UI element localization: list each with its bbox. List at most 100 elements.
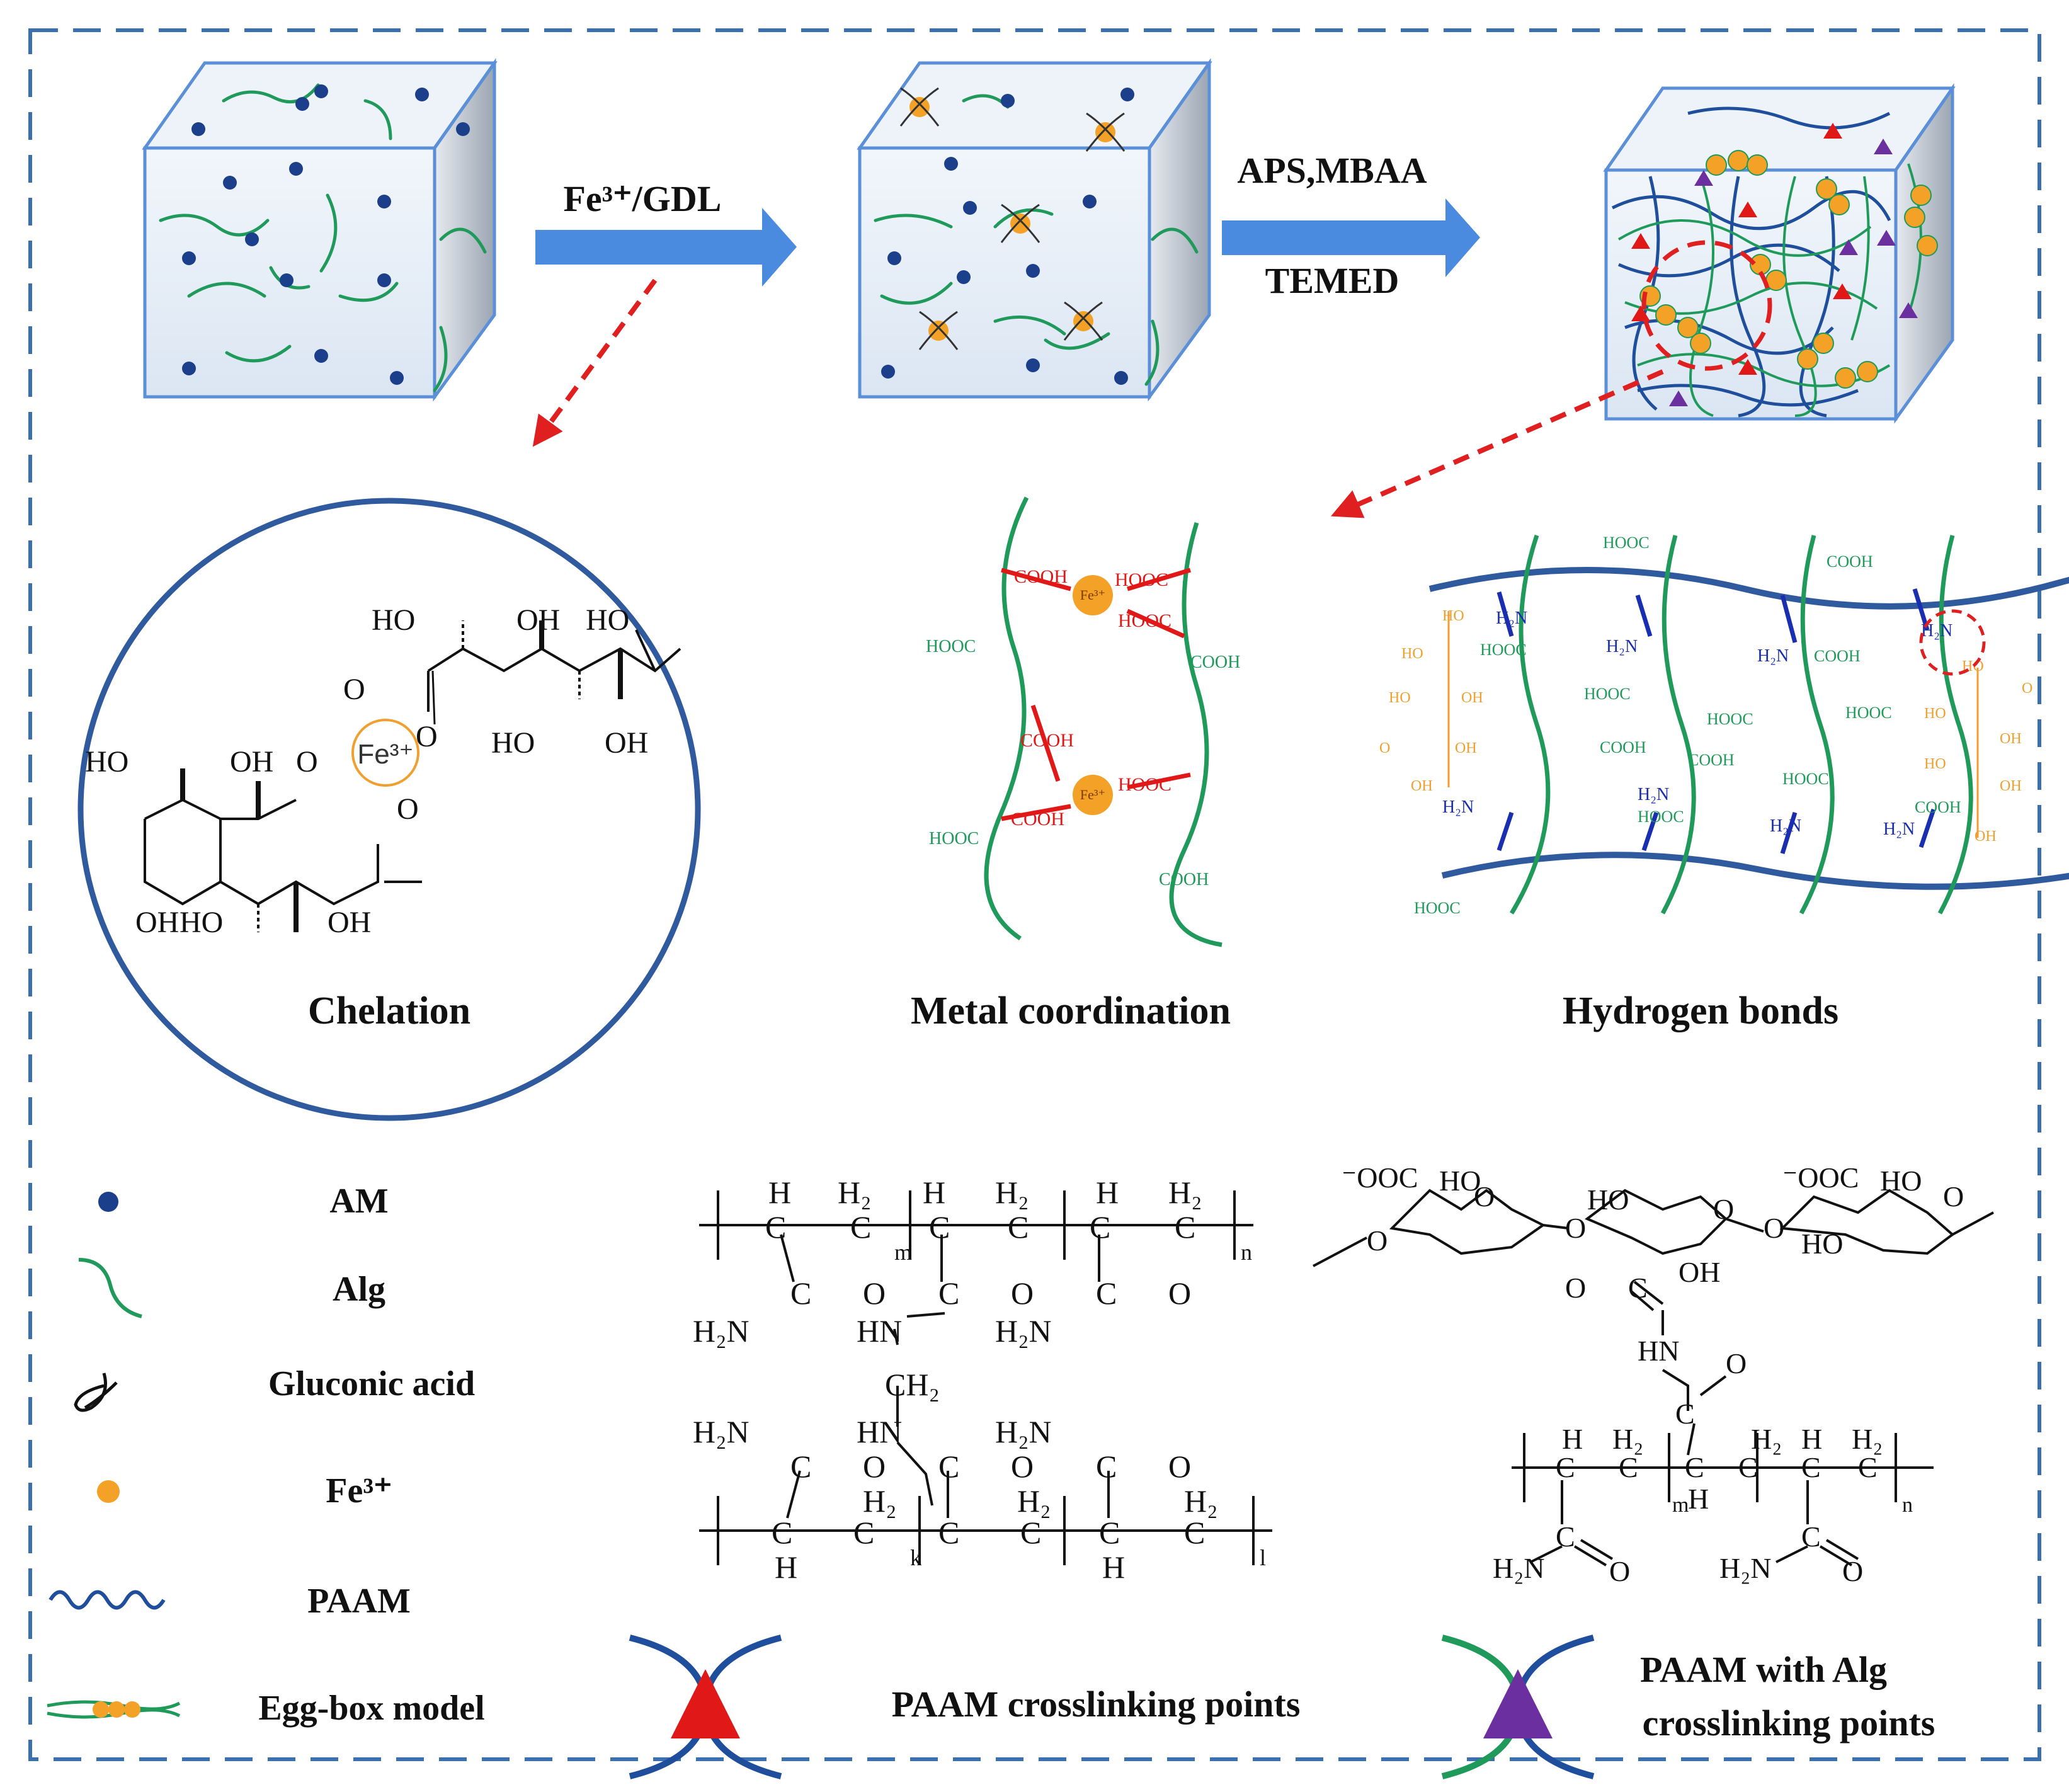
chel-label-oxide-1: O (343, 673, 365, 706)
s-o-1: O (863, 1276, 886, 1311)
legend-iron-label: Fe³⁺ (326, 1471, 392, 1510)
a-hn: HN (1638, 1335, 1679, 1367)
coord-acid-1: COOH (1014, 566, 1068, 587)
legend-am-icon (98, 1192, 118, 1212)
s-c-14: C (853, 1515, 874, 1550)
arrow2-label-top: APS,MBAA (1237, 150, 1427, 191)
legend-paam-label: PAAM (307, 1582, 411, 1621)
s-c-8: C (938, 1276, 959, 1311)
hb-amine-1: H₂N (1496, 608, 1527, 628)
hb-acid-1: COOH (1827, 552, 1873, 571)
coord-iron-label-1: Fe³⁺ (1080, 587, 1105, 603)
s-o-4: O (863, 1449, 886, 1484)
hb-amine-2: H₂N (1606, 637, 1638, 656)
legend-alg-label: Alg (333, 1270, 385, 1309)
s-h-3: H (1096, 1175, 1119, 1210)
s-h-2: H (923, 1175, 945, 1210)
hb-acid-3: COOH (1600, 738, 1646, 756)
hb-gdl-oh-3: OH (1411, 778, 1433, 794)
cube-monomer-solution (142, 58, 498, 402)
hb-acid-reverse-7: HOOC (1638, 808, 1684, 826)
hb-gdl-oh-6: OH (1975, 828, 1997, 845)
hb-acid-reverse-5: HOOC (1845, 704, 1892, 722)
hb-acid-reverse-3: HOOC (1584, 685, 1631, 703)
s-hn-2: HN (857, 1414, 902, 1449)
a-coo-2: ⁻OOC (1782, 1161, 1859, 1194)
a-ho-2: HO (1587, 1184, 1629, 1216)
legend-paam-icon (48, 1590, 166, 1610)
hydrogen-bonds-panel: H₂N H₂N H₂N H₂N H₂N H₂N H₂N H₂N HOOC COO… (1379, 534, 2069, 1032)
cube-chelated-solution (857, 58, 1212, 402)
hydrogen-bonds-title: Hydrogen bonds (1563, 990, 1838, 1032)
s-h2n-1: H₂N (693, 1313, 750, 1349)
arrow-step-2: APS,MBAA TEMED (1222, 150, 1480, 301)
hb-amine-5: H₂N (1442, 797, 1474, 817)
a-o-8: O (1726, 1347, 1747, 1379)
chel-label-oxide-3: O (296, 745, 318, 779)
a-o-7: O (1565, 1272, 1586, 1304)
legend-paam-crosslink-label: PAAM crosslinking points (892, 1684, 1301, 1725)
hb-gdl-ho-3: HO (1389, 690, 1411, 706)
s-h-5: H (1102, 1549, 1125, 1585)
arrow-step-1: Fe³⁺/GDL (535, 178, 797, 287)
coord-acid-reverse-1: HOOC (1115, 569, 1168, 590)
a-c-1: C (1628, 1272, 1648, 1304)
s-c-12: C (1096, 1449, 1117, 1484)
hb-acid-reverse-6: HOOC (1782, 770, 1829, 788)
chel-iron-circle (351, 719, 419, 787)
s-c-17: C (1099, 1515, 1120, 1550)
chel-iron-label: Fe³⁺ (357, 739, 413, 770)
legend-eggbox-label: Egg-box model (258, 1689, 484, 1728)
hb-amine-6: H₂N (1638, 785, 1669, 804)
s-c-7: C (790, 1276, 811, 1311)
s-o-3: O (1168, 1276, 1191, 1311)
s-ch2: CH₂ (885, 1367, 940, 1402)
hb-acid-reverse-1: HOOC (1603, 534, 1650, 552)
s-c-1: C (765, 1209, 786, 1245)
chel-label-ho-3: HO (491, 726, 535, 760)
chel-label-oxide-4: O (397, 792, 419, 826)
a-h-1: H (1562, 1423, 1583, 1455)
a-c-7: C (1801, 1451, 1821, 1483)
arrow2-label-bottom: TEMED (1265, 260, 1399, 301)
legend-alg-icon (78, 1258, 142, 1318)
a-sub-m: m (1672, 1493, 1689, 1517)
outer-frame (28, 28, 2041, 1761)
coord-iron-label-2: Fe³⁺ (1080, 787, 1105, 802)
s-h2n-4: H₂N (995, 1414, 1052, 1449)
hb-gdl-ho-5: HO (1924, 705, 1946, 722)
a-h2-1: H₂ (1612, 1423, 1643, 1455)
coord-acid-reverse-2: HOOC (1118, 610, 1171, 631)
a-o-4: O (1713, 1193, 1734, 1225)
hb-acid-2: COOH (1814, 647, 1861, 665)
s-h2n-2: H₂N (995, 1313, 1052, 1349)
chel-label-ho-5: HO (180, 906, 223, 939)
s-c-6: C (1175, 1209, 1195, 1245)
a-o-2: O (1474, 1180, 1495, 1213)
coord-free-acid-reverse-1: HOOC (926, 637, 976, 656)
a-c-8: C (1858, 1451, 1878, 1483)
a-h2-3: H₂ (1852, 1423, 1883, 1455)
pointer-to-chelation (532, 278, 658, 447)
hb-amine-7: H₂N (1770, 816, 1801, 836)
a-c-3: C (1556, 1451, 1575, 1483)
hb-gdl-oxide-1: O (1379, 740, 1390, 756)
a-o-9: O (1609, 1555, 1630, 1587)
coord-free-acid-2: COOH (1159, 870, 1209, 889)
chelation-title: Chelation (308, 990, 470, 1032)
chel-label-ho-1: HO (372, 603, 415, 637)
alg-paam-structure: ⁻OOC HO O O O HO O OH O ⁻OOC HO O HO O C… (1313, 1161, 1994, 1587)
chel-label-oh-4: OH (135, 906, 179, 939)
s-c-15: C (938, 1515, 959, 1550)
hb-gdl-oxide-2: O (2022, 680, 2032, 697)
a-coo-1: ⁻OOC (1342, 1161, 1418, 1194)
coord-acid-reverse-3: HOOC (1118, 774, 1171, 795)
s-hn-1: HN (857, 1313, 902, 1349)
chel-label-oh-2: OH (605, 726, 648, 760)
s-h2-4: H₂ (863, 1483, 897, 1519)
arrow1-label: Fe³⁺/GDL (564, 178, 722, 219)
s-c-18: C (1184, 1515, 1205, 1550)
s-h2-2: H₂ (995, 1175, 1029, 1210)
hb-acid-reverse-8: HOOC (1414, 899, 1461, 917)
a-o-5: O (1764, 1212, 1784, 1244)
